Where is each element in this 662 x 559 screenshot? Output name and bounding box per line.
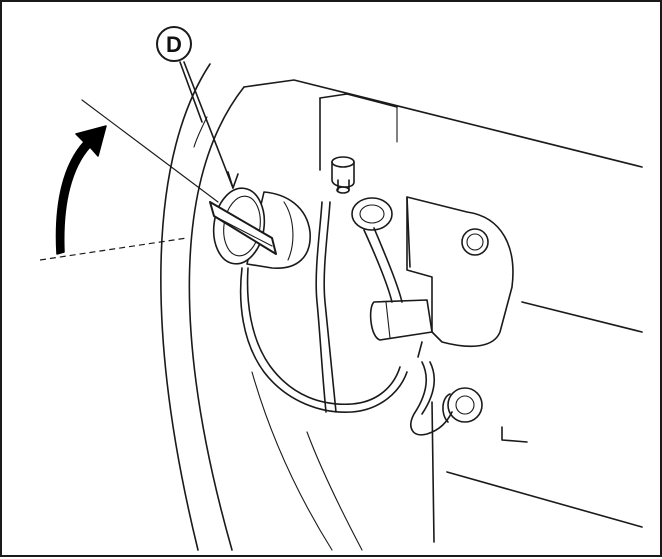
callout-leader-lines (179, 61, 239, 189)
fitting-post (331, 156, 355, 194)
callout-d: D (156, 26, 192, 62)
wire-harness (239, 201, 453, 436)
callout-circle (156, 26, 192, 62)
mounting-bracket (406, 196, 514, 348)
lower-connector (442, 387, 483, 423)
wire-clip (369, 299, 433, 358)
rotation-reference-lines (39, 99, 219, 261)
bulb-socket (209, 187, 311, 269)
wire-grommet (351, 197, 393, 231)
callout-label: D (166, 32, 182, 57)
panel-edges (243, 79, 643, 333)
rotation-arrow-icon (55, 125, 107, 255)
housing-outline (160, 63, 245, 551)
lower-frame (251, 371, 643, 551)
